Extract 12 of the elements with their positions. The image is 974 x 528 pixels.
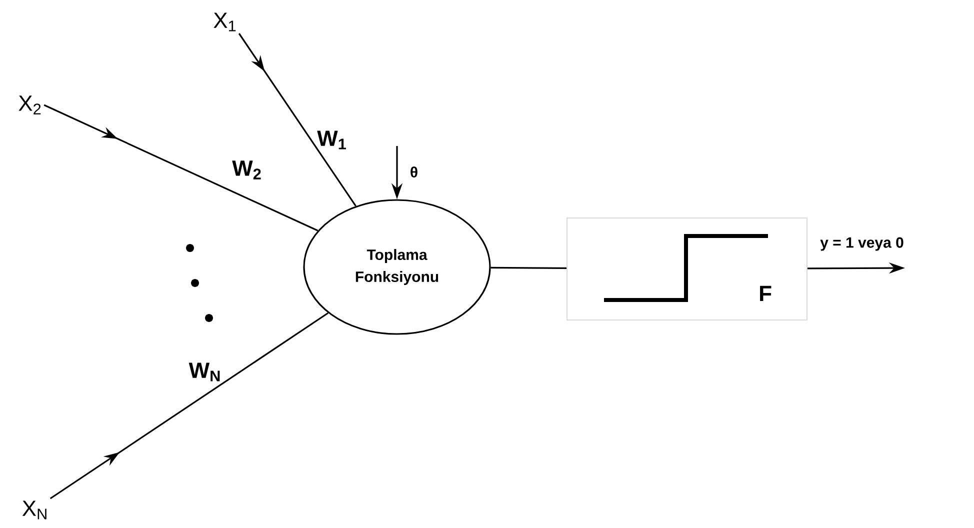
input-label: X$_{N}$ — [22, 500, 46, 520]
edge-label: W$_{2}$ — [232, 160, 261, 180]
arrow — [238, 33, 356, 207]
input-label: X$_{1}$ — [214, 12, 236, 32]
edge-label: y = 1 veya 0 — [820, 237, 904, 251]
edge-label: W$_{1}$ — [317, 130, 346, 150]
arrow — [44, 104, 318, 232]
edge-label: θ — [410, 166, 418, 178]
edge-label: W$_{N}$ — [188, 362, 220, 382]
arrow — [50, 312, 329, 500]
activation-box: F — [566, 218, 808, 320]
input-label: X$_{2}$ — [18, 96, 41, 114]
